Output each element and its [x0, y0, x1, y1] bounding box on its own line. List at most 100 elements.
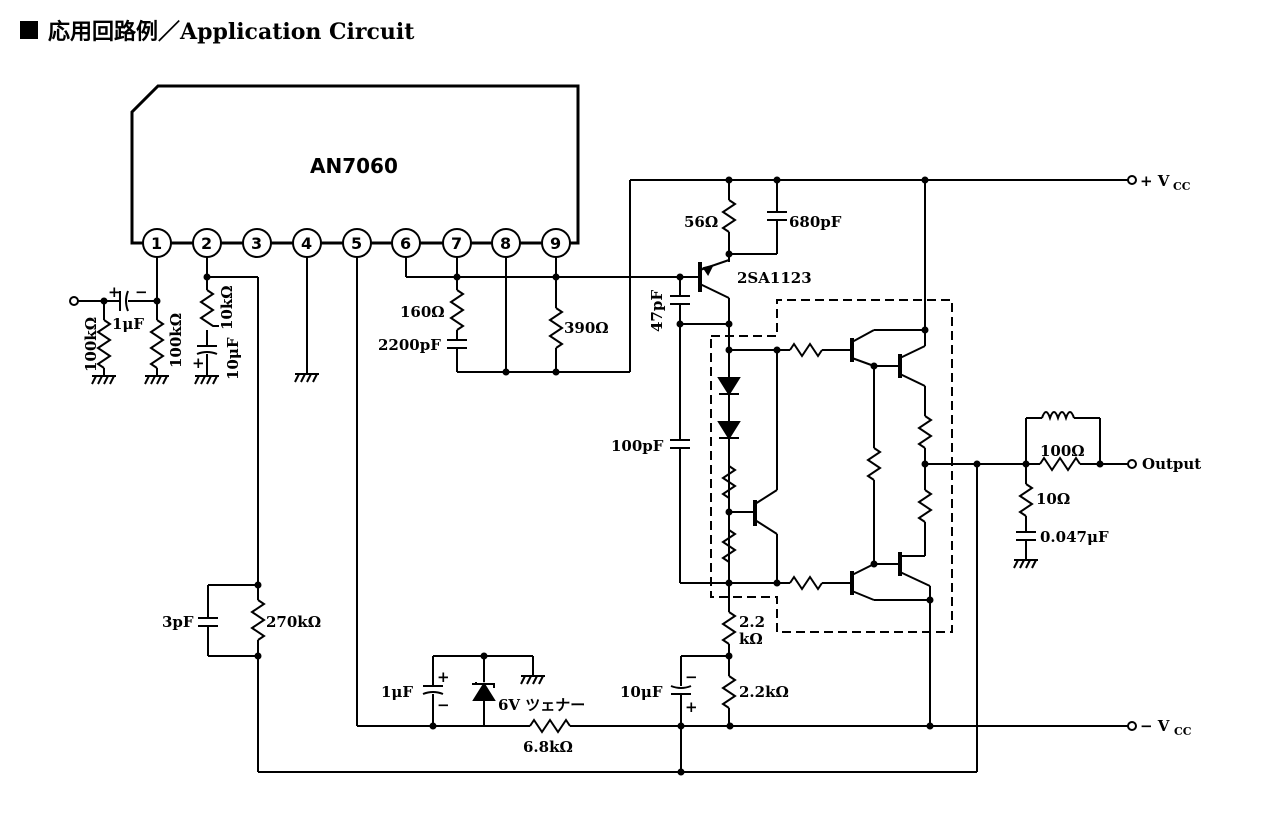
output-label: Output — [1142, 455, 1201, 473]
pin4-ground — [294, 257, 319, 383]
c47-label: 47pF — [648, 290, 666, 332]
driver-stage: 56Ω 680pF 2SA1123 47pF 100pF — [611, 176, 929, 600]
upper-emitter-resistor — [917, 415, 933, 449]
pin-6-label: 6 — [400, 234, 411, 253]
pin-3-circle — [242, 228, 272, 258]
c1u-b-plus: + — [437, 668, 450, 686]
c10u-a-label: 10μF — [224, 337, 242, 380]
r56-resistor — [721, 199, 737, 233]
upper-base-resistor — [789, 342, 823, 358]
c1u-plate-b — [125, 290, 129, 312]
ground-icon — [520, 675, 545, 685]
pin-2-label: 2 — [201, 234, 212, 253]
c3p-label: 3pF — [162, 613, 194, 631]
ground-icon — [294, 373, 319, 383]
c10u-b-minus: − — [685, 668, 698, 686]
ic-pins: 1 2 3 4 5 6 7 8 9 — [142, 228, 571, 258]
ground-icon — [194, 375, 219, 385]
pin-5-label: 5 — [351, 234, 362, 253]
c1u-a-label: 1μF — [112, 315, 144, 333]
c1u-a-plus: + — [108, 283, 121, 301]
r160-label: 160Ω — [400, 303, 445, 321]
diode-2-icon — [717, 421, 741, 440]
zener-diode-icon — [472, 682, 496, 701]
c1u-a-minus: − — [135, 283, 148, 301]
bias-r1-resistor — [721, 465, 737, 499]
output-module-boundary — [710, 299, 953, 633]
r2-2k-a-label-2: kΩ — [739, 630, 763, 648]
r270k-resistor — [250, 599, 266, 641]
page-title: 応用回路例／Application Circuit — [20, 14, 414, 46]
r270k-label: 270kΩ — [266, 613, 321, 631]
r6-8k-resistor — [529, 718, 571, 734]
zener-network: 1μF + − 6V ツェナー — [381, 652, 585, 726]
r10-resistor — [1018, 483, 1034, 517]
r6-8k-label: 6.8kΩ — [523, 738, 573, 756]
r2-2k-b-resistor — [721, 675, 737, 709]
transistor-label: 2SA1123 — [737, 269, 812, 287]
r100-label: 100Ω — [1040, 442, 1085, 460]
r390-resistor — [548, 307, 564, 349]
output-stage — [789, 180, 934, 726]
diode-1-icon — [717, 377, 741, 396]
c100p-label: 100pF — [611, 437, 664, 455]
ground-icon — [144, 375, 169, 385]
pin2-network: 10kΩ 10μF + — [192, 257, 259, 585]
pin-4-label: 4 — [301, 234, 312, 253]
pins-6-9-network: 160Ω 2200pF 390Ω — [378, 179, 1128, 376]
vcc-pos-sub: CC — [1173, 180, 1191, 193]
r390-label: 390Ω — [564, 319, 609, 337]
c10u-b-plus: + — [685, 698, 698, 716]
pin-1-label: 1 — [151, 234, 162, 253]
bullet-square-icon — [20, 21, 38, 39]
ic-name: AN7060 — [310, 154, 398, 178]
r2-2k-b-label: 2.2kΩ — [739, 683, 789, 701]
r56-label: 56Ω — [684, 213, 718, 231]
inductor-icon — [1041, 411, 1075, 422]
r100-resistor — [1039, 456, 1081, 472]
zener-label: 6V ツェナー — [498, 696, 585, 714]
pin-3-label: 3 — [251, 234, 262, 253]
c1u-b-label: 1μF — [381, 683, 413, 701]
r10-label: 10Ω — [1036, 490, 1070, 508]
pin-9-label: 9 — [550, 234, 561, 253]
ground-icon — [1013, 559, 1038, 569]
bias-r2-resistor — [721, 529, 737, 563]
input-network: + − 1μF 100kΩ 100kΩ — [69, 257, 185, 385]
pin-7-label: 7 — [451, 234, 462, 253]
input-terminal — [69, 296, 79, 306]
r10k-resistor — [199, 289, 219, 327]
c047-label: 0.047μF — [1040, 528, 1109, 546]
vcc-pos-label: + V — [1140, 172, 1170, 190]
r100k-b-resistor — [149, 319, 165, 369]
output-network: Output 100Ω 10Ω 0.047μF — [925, 411, 1201, 772]
r160-resistor — [449, 289, 465, 331]
r2-2k-a-resistor — [721, 611, 737, 645]
ground-icon — [91, 375, 116, 385]
r100k-a-resistor — [96, 319, 112, 369]
c1u-b-plate-b — [422, 691, 444, 695]
vcc-neg-label: − V — [1140, 717, 1170, 735]
title-text: 応用回路例／Application Circuit — [48, 19, 415, 45]
c680-label: 680pF — [789, 213, 842, 231]
pin-8-label: 8 — [500, 234, 511, 253]
c10u-a-plus: + — [192, 354, 205, 372]
r2-2k-a-label-1: 2.2 — [739, 613, 765, 631]
r100k-b-label: 100kΩ — [167, 313, 185, 368]
c10u-b-label: 10μF — [620, 683, 663, 701]
output-terminal — [1127, 459, 1137, 469]
c10u-b-plate-a — [670, 685, 692, 689]
bias-chain: 2.2 kΩ 2.2kΩ 10μF − + — [620, 346, 790, 772]
lower-emitter-resistor — [917, 489, 933, 523]
lower-base-resistor — [789, 575, 823, 591]
c1u-b-minus: − — [437, 696, 450, 714]
vcc-neg-terminal: − V CC — [1127, 717, 1192, 738]
r100k-a-label: 100kΩ — [82, 317, 100, 372]
vcc-neg-sub: CC — [1174, 725, 1192, 738]
c10u-a-plate-b — [196, 351, 218, 355]
pin5-network: 6.8kΩ — [356, 257, 1128, 756]
c2200-label: 2200pF — [378, 336, 441, 354]
feedback-network: 3pF 270kΩ — [162, 581, 977, 776]
vcc-pos-terminal: + V CC — [1127, 172, 1191, 193]
